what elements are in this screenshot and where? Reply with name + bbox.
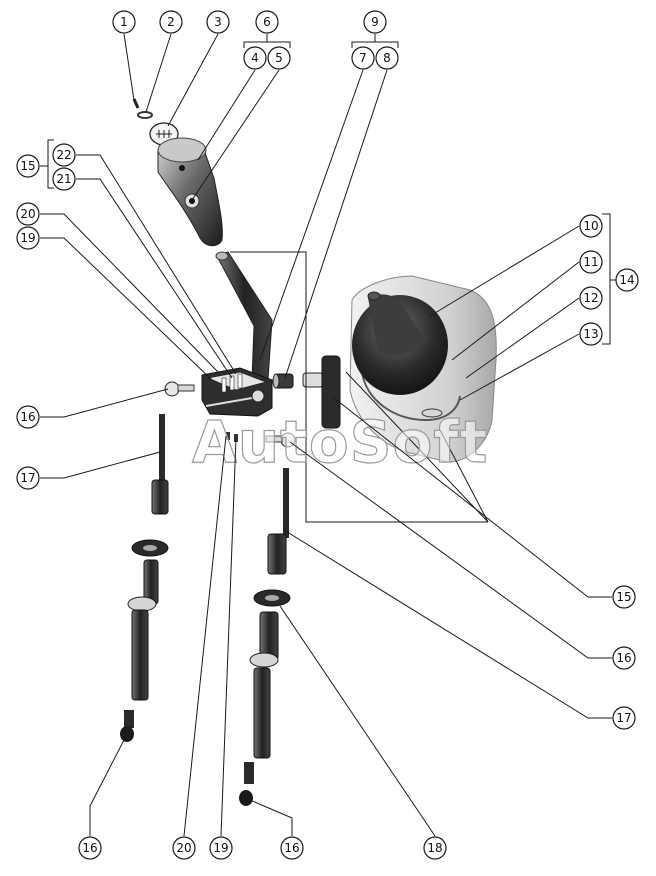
svg-text:2: 2	[167, 15, 175, 29]
callout-19-top: 19	[16, 226, 40, 250]
callout-20-bottom: 20	[172, 836, 196, 860]
bushing-part	[272, 373, 294, 389]
svg-text:16: 16	[82, 841, 97, 855]
callout-16-right: 16	[612, 646, 636, 670]
svg-text:12: 12	[583, 291, 598, 305]
callout-4: 4	[243, 46, 267, 70]
callout-3: 3	[206, 10, 230, 34]
svg-text:13: 13	[583, 327, 598, 341]
callout-13: 13	[579, 322, 603, 346]
svg-text:16: 16	[20, 410, 35, 424]
svg-text:17: 17	[616, 711, 631, 725]
callout-19-bottom: 19	[209, 836, 233, 860]
callout-9: 9	[363, 10, 387, 34]
svg-text:19: 19	[20, 231, 35, 245]
leader-lines	[40, 33, 612, 837]
svg-text:3: 3	[214, 15, 222, 29]
callout-21: 21	[52, 167, 76, 191]
group-brackets	[40, 34, 616, 345]
callout-14: 14	[615, 268, 639, 292]
ball-joint-center-part	[265, 432, 296, 448]
callout-6: 6	[255, 10, 279, 34]
callout-2: 2	[159, 10, 183, 34]
lever-housing-part	[201, 367, 273, 417]
svg-text:8: 8	[383, 51, 391, 65]
ball-joint-left-part	[164, 381, 195, 397]
callout-17-left: 17	[16, 466, 40, 490]
callout-20-top: 20	[16, 202, 40, 226]
callout-7: 7	[351, 46, 375, 70]
callout-15-right: 15	[612, 585, 636, 609]
svg-text:4: 4	[251, 51, 259, 65]
svg-text:11: 11	[583, 255, 598, 269]
callout-16-left: 16	[16, 405, 40, 429]
svg-text:15: 15	[616, 590, 631, 604]
screw-part	[132, 98, 153, 119]
callout-15-top: 15	[16, 154, 40, 178]
ball-joint-part	[302, 355, 341, 429]
cable-right-part	[239, 468, 291, 806]
svg-text:15: 15	[20, 159, 35, 173]
callout-1: 1	[112, 10, 136, 34]
svg-text:1: 1	[120, 15, 128, 29]
svg-text:7: 7	[359, 51, 367, 65]
callout-22: 22	[52, 143, 76, 167]
svg-text:20: 20	[176, 841, 191, 855]
callout-5: 5	[267, 46, 291, 70]
callout-10: 10	[579, 214, 603, 238]
svg-text:18: 18	[427, 841, 442, 855]
callout-16-bottom-left: 16	[78, 836, 102, 860]
callout-12: 12	[579, 286, 603, 310]
svg-text:10: 10	[583, 219, 598, 233]
svg-text:19: 19	[213, 841, 228, 855]
svg-text:5: 5	[275, 51, 283, 65]
svg-text:9: 9	[371, 15, 379, 29]
svg-text:22: 22	[56, 148, 71, 162]
part-drawings	[120, 98, 497, 806]
callouts: 1 2 3 6 4 5 9 7 8 15 22 21 20 19 10 11 1…	[16, 10, 639, 860]
svg-text:16: 16	[284, 841, 299, 855]
callout-8: 8	[375, 46, 399, 70]
callout-17-right: 17	[612, 706, 636, 730]
callout-18: 18	[423, 836, 447, 860]
callout-11: 11	[579, 250, 603, 274]
svg-text:21: 21	[56, 172, 71, 186]
connection-outline	[230, 251, 489, 523]
svg-text:14: 14	[619, 273, 634, 287]
svg-text:16: 16	[616, 651, 631, 665]
shift-lever-part	[215, 251, 273, 381]
svg-text:6: 6	[263, 15, 271, 29]
svg-text:17: 17	[20, 471, 35, 485]
shift-knob-part	[157, 137, 223, 247]
callout-16-bottom-right: 16	[280, 836, 304, 860]
cable-left-part	[120, 414, 169, 742]
watermark-text: AutoSoft	[192, 408, 488, 476]
svg-text:20: 20	[20, 207, 35, 221]
